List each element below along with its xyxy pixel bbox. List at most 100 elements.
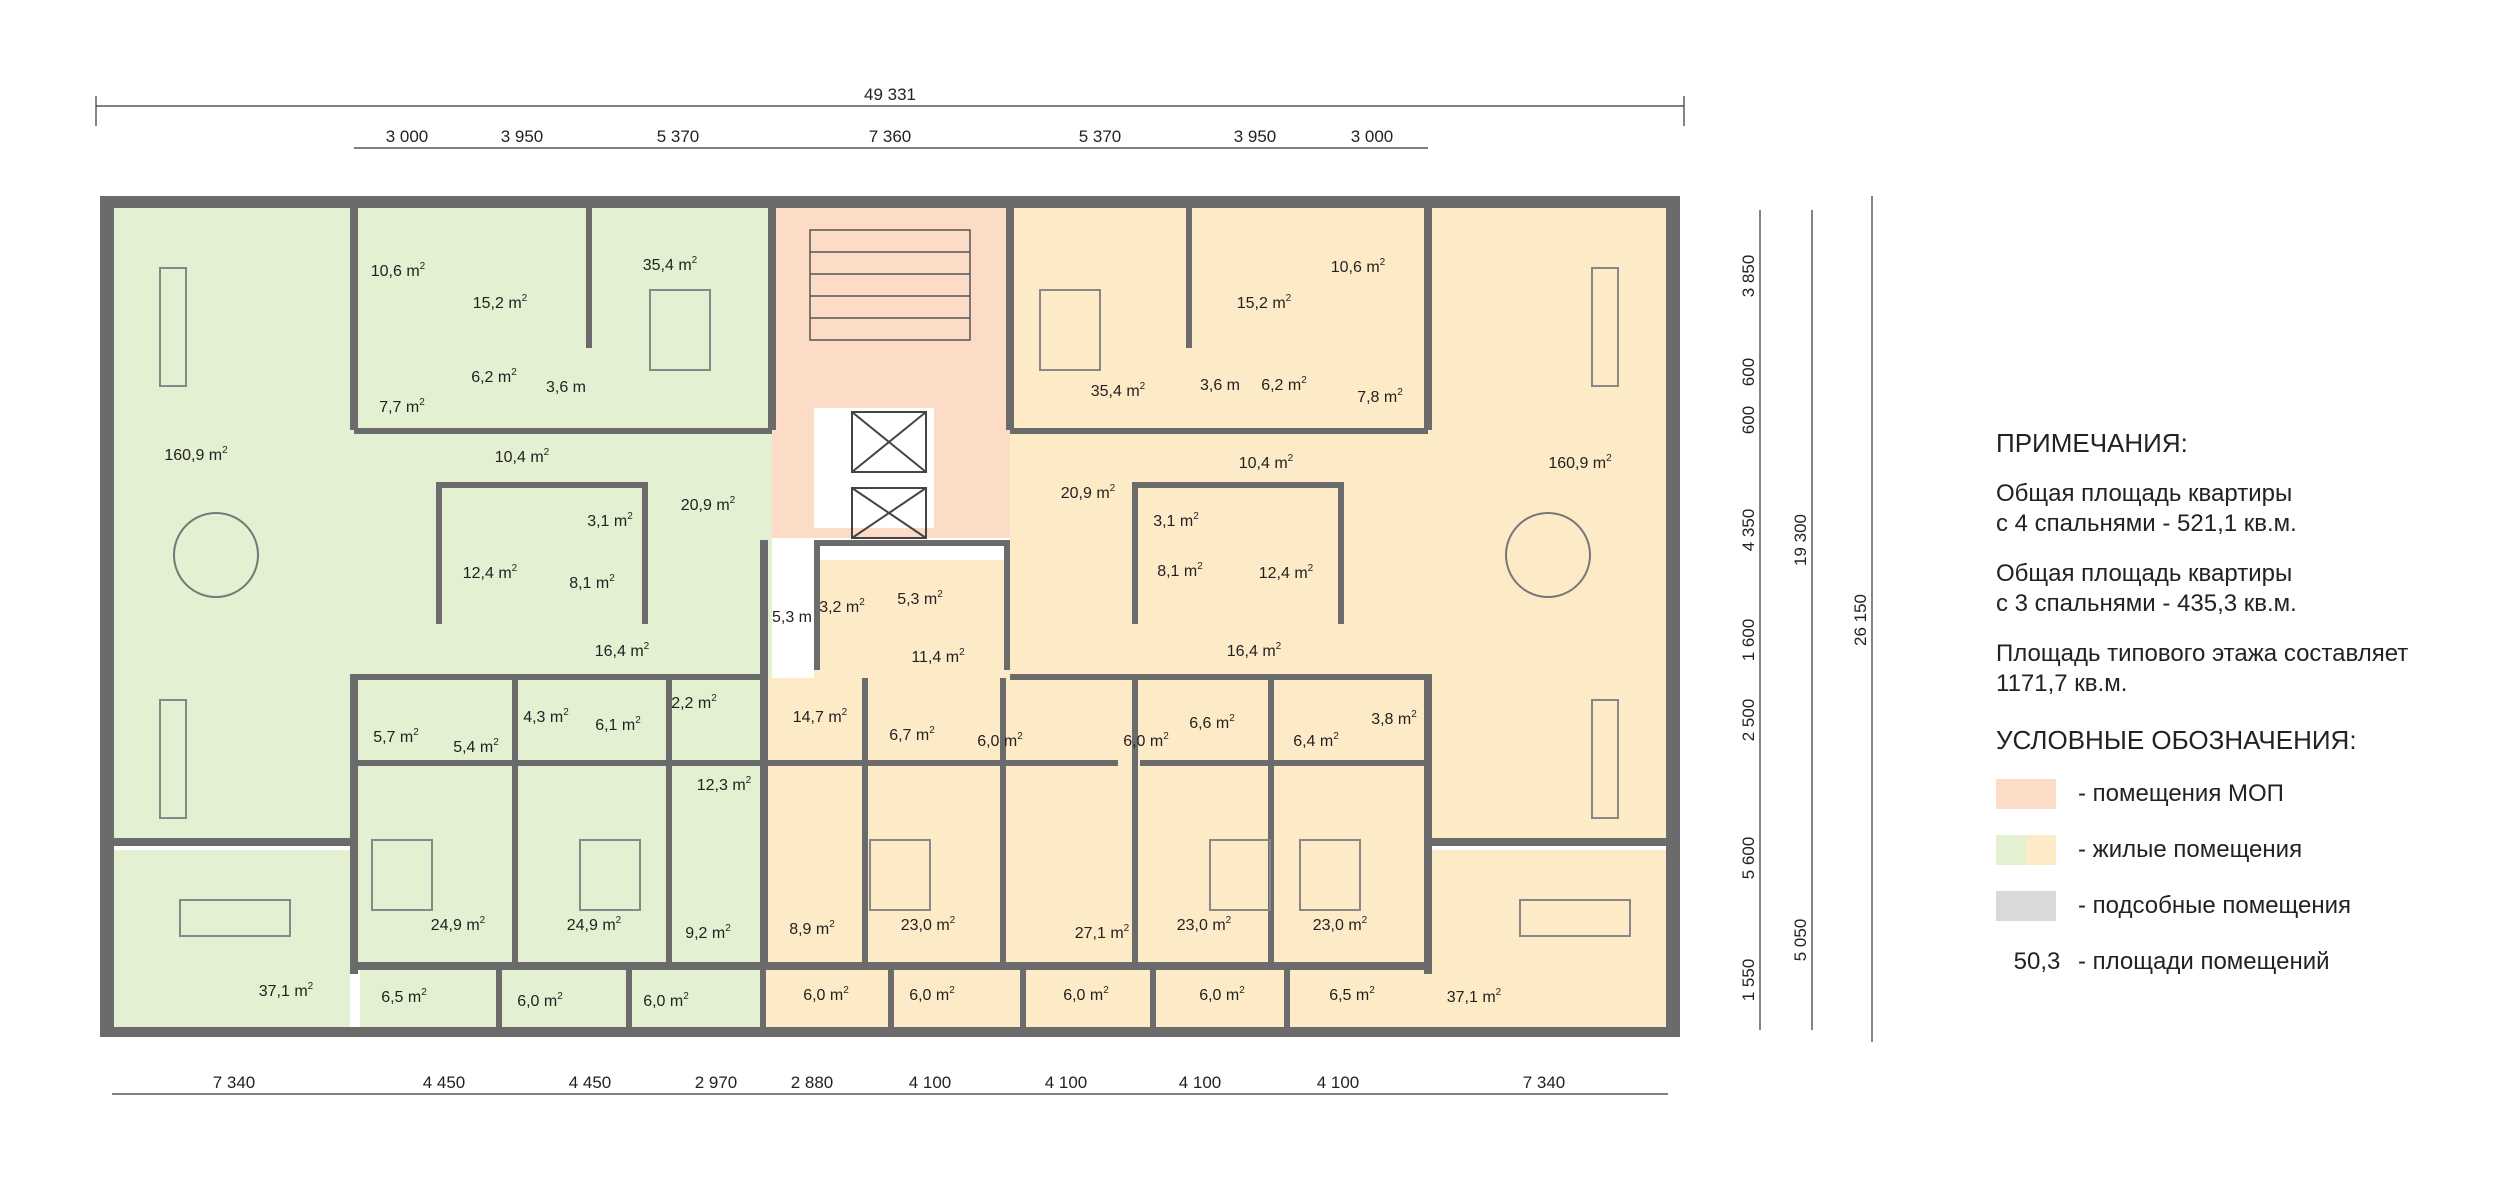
dimensions: 49 331 3 000 3 950 5 370 7 360 5 370 3 9… xyxy=(213,85,1870,1092)
legend-item-living: - жилые помещения xyxy=(1996,834,2476,866)
room-area: 3,8 m2 xyxy=(1371,709,1417,728)
dim-top-5: 3 950 xyxy=(1234,127,1277,146)
legend-heading: УСЛОВНЫЕ ОБОЗНАЧЕНИЯ: xyxy=(1996,725,2357,755)
room-area: 6,0 m2 xyxy=(803,985,849,1004)
dim-right-3: 4 350 xyxy=(1739,509,1758,552)
dim-top-1: 3 950 xyxy=(501,127,544,146)
dim-top-4: 5 370 xyxy=(1079,127,1122,146)
room-area: 10,4 m2 xyxy=(1239,453,1294,472)
dining-table-icon xyxy=(173,512,1591,598)
room-fills xyxy=(112,208,1668,1035)
dim-bottom-4: 2 880 xyxy=(791,1073,834,1092)
room-area: 6,0 m2 xyxy=(1199,985,1245,1004)
floor-plan: 49 331 3 000 3 950 5 370 7 360 5 370 3 9… xyxy=(95,85,1873,1095)
room-area: 160,9 m2 xyxy=(164,445,228,464)
swatch-service xyxy=(1996,891,2056,921)
dim-top-3: 7 360 xyxy=(869,127,912,146)
room-area: 6,0 m2 xyxy=(1123,731,1169,750)
room-area: 8,9 m2 xyxy=(789,919,835,938)
dim-bottom-6: 4 100 xyxy=(1045,1073,1088,1092)
room-area: 6,2 m2 xyxy=(471,367,517,386)
dim-right-6: 5 600 xyxy=(1739,837,1758,880)
swatch-mop xyxy=(1996,779,2056,809)
legend: ПРИМЕЧАНИЯ: Общая площадь квартиры с 4 с… xyxy=(1996,428,2476,1002)
legend-item-service: - подсобные помещения xyxy=(1996,890,2476,922)
room-area: 3,1 m2 xyxy=(1153,511,1199,530)
room-area: 35,4 m2 xyxy=(643,255,698,274)
room-area: 24,9 m2 xyxy=(431,915,486,934)
dim-bottom-1: 4 450 xyxy=(423,1073,466,1092)
room-area: 20,9 m2 xyxy=(1061,483,1116,502)
note-3-bedroom: Общая площадь квартиры с 3 спальнями - 4… xyxy=(1996,560,2297,617)
dim-top-2: 5 370 xyxy=(657,127,700,146)
room-area: 16,4 m2 xyxy=(595,641,650,660)
room-area: 9,2 m2 xyxy=(685,923,731,942)
room-area: 6,5 m2 xyxy=(1329,985,1375,1004)
dim-bottom-7: 4 100 xyxy=(1179,1073,1222,1092)
room-area: 12,4 m2 xyxy=(463,563,518,582)
room-area: 6,0 m2 xyxy=(1063,985,1109,1004)
room-area: 5,7 m2 xyxy=(373,727,419,746)
dim-bottom-0: 7 340 xyxy=(213,1073,256,1092)
room-area: 10,6 m2 xyxy=(1331,257,1386,276)
room-area: 23,0 m2 xyxy=(901,915,956,934)
room-area: 6,0 m2 xyxy=(517,991,563,1010)
walls xyxy=(100,196,1680,1037)
room-area: 6,7 m2 xyxy=(889,725,935,744)
stair-icon xyxy=(809,229,971,341)
room-area: 8,1 m2 xyxy=(569,573,615,592)
room-area: 20,9 m2 xyxy=(681,495,736,514)
room-area: 16,4 m2 xyxy=(1227,641,1282,660)
room-area: 6,0 m2 xyxy=(909,985,955,1004)
area-sample-number: 50,3 xyxy=(2013,948,2061,975)
room-area: 3,6 m xyxy=(1200,377,1240,394)
room-area: 23,0 m2 xyxy=(1313,915,1368,934)
room-area: 6,4 m2 xyxy=(1293,731,1339,750)
dim-right-mid-0: 19 300 xyxy=(1791,514,1810,566)
room-area: 15,2 m2 xyxy=(1237,293,1292,312)
dim-bottom-2: 4 450 xyxy=(569,1073,612,1092)
elevator-icon xyxy=(851,411,927,539)
room-area: 4,3 m2 xyxy=(523,707,569,726)
room-area: 7,7 m2 xyxy=(379,397,425,416)
room-area: 3,2 m2 xyxy=(819,597,865,616)
room-area: 10,4 m2 xyxy=(495,447,550,466)
swatch-living xyxy=(1996,835,2056,865)
dim-top-0: 3 000 xyxy=(386,127,429,146)
room-area: 10,6 m2 xyxy=(371,261,426,280)
room-area: 160,9 m2 xyxy=(1548,453,1612,472)
room-area: 2,2 m2 xyxy=(671,693,717,712)
dim-right-mid-1: 5 050 xyxy=(1791,919,1810,962)
dim-right-4: 1 600 xyxy=(1739,619,1758,662)
dim-right-outer: 26 150 xyxy=(1851,594,1870,646)
note-floor-area: Площадь типового этажа составляет 1171,7… xyxy=(1996,640,2409,697)
notes-title: ПРИМЕЧАНИЯ: xyxy=(1996,428,2188,458)
room-area: 6,0 m2 xyxy=(977,731,1023,750)
room-area: 5,3 m xyxy=(772,609,812,626)
room-area: 12,3 m2 xyxy=(697,775,752,794)
room-area: 5,3 m2 xyxy=(897,589,943,608)
room-area: 37,1 m2 xyxy=(1447,987,1502,1006)
note-4-bedroom: Общая площадь квартиры с 4 спальнями - 5… xyxy=(1996,480,2297,537)
dimension-lines xyxy=(95,96,1873,1095)
room-area: 7,8 m2 xyxy=(1357,387,1403,406)
room-area: 14,7 m2 xyxy=(793,707,848,726)
room-area: 6,6 m2 xyxy=(1189,713,1235,732)
room-area: 3,1 m2 xyxy=(587,511,633,530)
dim-top-total: 49 331 xyxy=(864,85,916,104)
room-area: 3,6 m xyxy=(546,379,586,396)
dim-bottom-8: 4 100 xyxy=(1317,1073,1360,1092)
room-area: 15,2 m2 xyxy=(473,293,528,312)
room-area: 6,1 m2 xyxy=(595,715,641,734)
room-area: 6,0 m2 xyxy=(643,991,689,1010)
room-area: 11,4 m2 xyxy=(911,647,965,666)
room-area: 23,0 m2 xyxy=(1177,915,1232,934)
room-area: 6,2 m2 xyxy=(1261,375,1307,394)
dim-top-6: 3 000 xyxy=(1351,127,1394,146)
legend-item-area: 50,3 - площади помещений xyxy=(1996,946,2476,978)
dim-right-5: 2 500 xyxy=(1739,699,1758,742)
dim-bottom-3: 2 970 xyxy=(695,1073,738,1092)
room-area: 37,1 m2 xyxy=(259,981,314,1000)
dim-right-7: 1 550 xyxy=(1739,959,1758,1002)
room-area: 12,4 m2 xyxy=(1259,563,1314,582)
